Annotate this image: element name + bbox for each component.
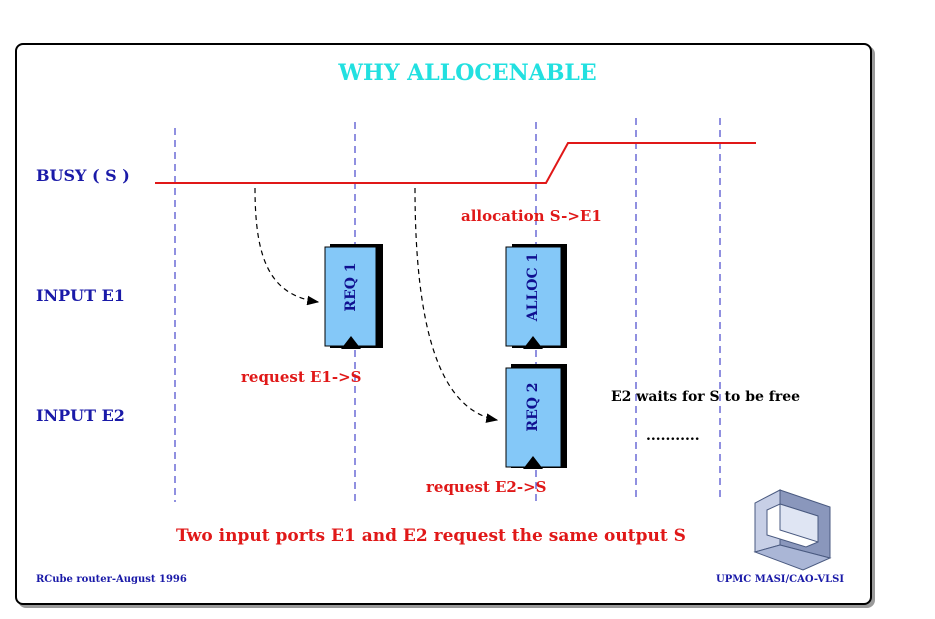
request-e2-annotation: request E2->S <box>426 478 547 496</box>
lane-label-input-e1: INPUT E1 <box>36 286 125 305</box>
alloc1-block <box>505 244 567 349</box>
cube-logo-icon <box>753 489 832 571</box>
ellipsis-dots: ........... <box>646 428 700 444</box>
request-e1-arrow <box>254 187 320 306</box>
slide-title: WHY ALLOCENABLE <box>338 60 597 86</box>
slide-frame <box>15 43 872 605</box>
caption: Two input ports E1 and E2 request the sa… <box>176 526 686 546</box>
footer-right: UPMC MASI/CAO-VLSI <box>716 574 845 585</box>
alloc1-pointer-icon <box>523 336 543 349</box>
busy-signal-line <box>155 142 756 184</box>
request-e1-annotation: request E1->S <box>241 368 362 386</box>
lane-label-input-e2: INPUT E2 <box>36 406 125 425</box>
req1-block <box>324 244 383 349</box>
lane-label-busy: BUSY ( S ) <box>36 166 130 185</box>
req2-block <box>505 364 567 469</box>
req1-pointer-icon <box>341 336 361 349</box>
time-gridlines <box>174 118 721 502</box>
allocation-annotation: allocation S->E1 <box>461 207 602 225</box>
e2-waits-note: E2 waits for S to be free <box>611 389 801 405</box>
req2-label: REQ 2 <box>525 382 541 432</box>
req2-pointer-icon <box>523 456 543 469</box>
req1-label: REQ 1 <box>343 262 359 312</box>
footer-left: RCube router-August 1996 <box>36 574 187 585</box>
alloc1-label: ALLOC 1 <box>525 252 541 322</box>
